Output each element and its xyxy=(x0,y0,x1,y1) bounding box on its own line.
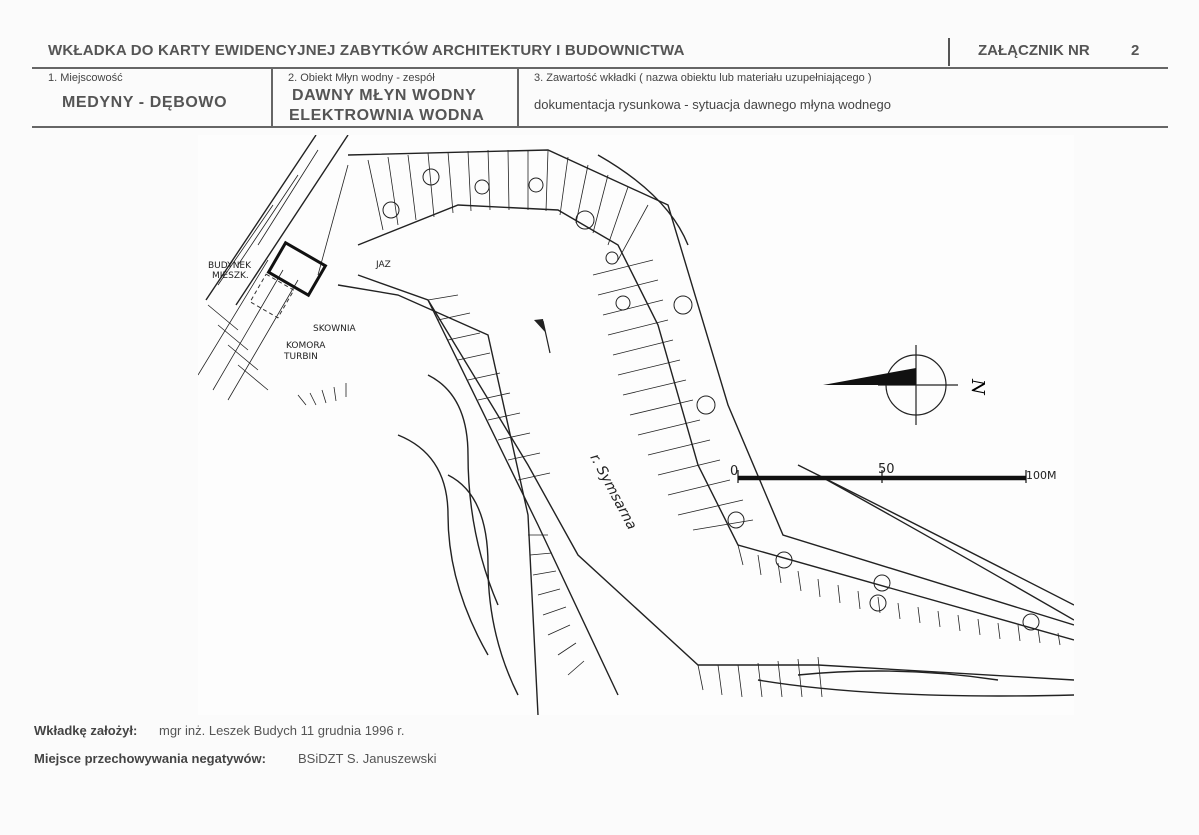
scale-label-50: 50 xyxy=(878,462,895,477)
road-edge-left xyxy=(235,134,349,306)
header-separator xyxy=(948,38,950,66)
river-right-bank-outer xyxy=(347,149,1075,626)
label-weir: JAZ xyxy=(375,260,391,270)
label-building-2: MIESZK. xyxy=(212,271,249,281)
site-plan-svg: N 0 50 100M BUDYNEK MIESZK. JAZ SKOWNIA … xyxy=(197,134,1075,716)
field-divider-2 xyxy=(517,67,519,127)
annex-label: ZAŁĄCZNIK NR xyxy=(978,42,1090,59)
negatives-storage-label: Miejsce przechowywania negatywów: xyxy=(34,751,266,766)
contents-label: 3. Zawartość wkładki ( nazwa obiektu lub… xyxy=(534,72,872,84)
scale-bar xyxy=(737,470,1027,483)
north-label: N xyxy=(967,378,988,396)
site-plan-drawing: N 0 50 100M BUDYNEK MIESZK. JAZ SKOWNIA … xyxy=(197,134,1075,716)
object-value-line1: DAWNY MŁYN WODNY xyxy=(292,87,477,104)
scale-label-0: 0 xyxy=(730,464,738,479)
residential-building-outline xyxy=(266,240,328,298)
document-title: WKŁADKA DO KARTY EWIDENCYJNEJ ZABYTKÓW A… xyxy=(48,42,685,59)
label-turbine-2: TURBIN xyxy=(283,352,318,362)
field-divider-1 xyxy=(271,67,273,127)
label-sluice: SKOWNIA xyxy=(313,324,356,334)
label-building: BUDYNEK xyxy=(208,261,252,271)
road-edge-inner xyxy=(205,134,317,301)
label-turbine-1: KOMORA xyxy=(286,341,326,351)
contents-value: dokumentacja rysunkowa - sytuacja dawneg… xyxy=(534,97,891,112)
location-value: MEDYNY - DĘBOWO xyxy=(62,94,228,111)
river-right-bank xyxy=(357,204,1075,641)
header-rule-top xyxy=(32,67,1168,69)
object-value-line2: ELEKTROWNIA WODNA xyxy=(289,107,485,124)
annex-number: 2 xyxy=(1131,42,1140,59)
location-label: 1. Miejscowość xyxy=(48,72,123,84)
object-label: 2. Obiekt Młyn wodny - zespół xyxy=(288,72,435,84)
north-arrow-line xyxy=(542,320,551,354)
compass-needle-icon xyxy=(823,368,916,385)
negatives-storage-value: BSiDZT S. Januszewski xyxy=(298,751,437,766)
created-by-value: mgr inż. Leszek Budych 11 grudnia 1996 r… xyxy=(159,723,405,738)
scale-label-100: 100M xyxy=(1026,469,1057,482)
label-river: r. Symsarna xyxy=(586,451,639,532)
created-by-label: Wkładkę założył: xyxy=(34,723,138,738)
header-rule-bottom xyxy=(32,126,1168,128)
